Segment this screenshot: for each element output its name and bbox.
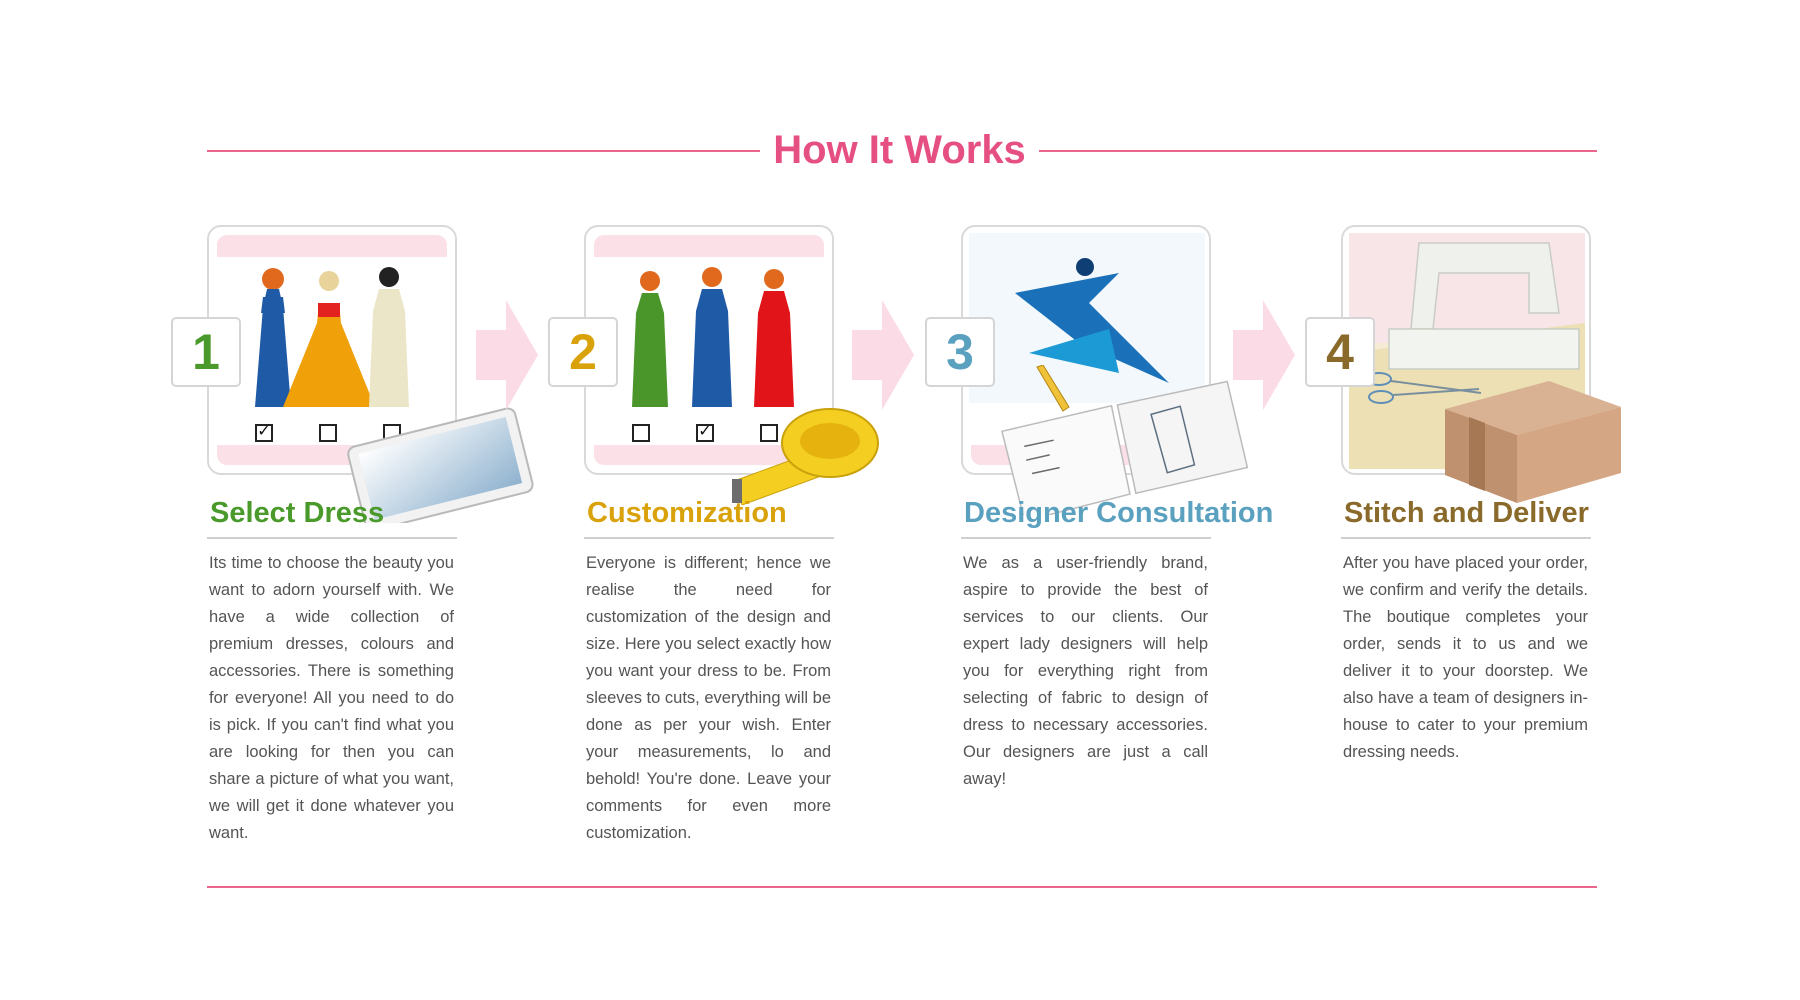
arrow-right-icon	[1233, 300, 1295, 410]
step-number-badge: 1	[171, 317, 241, 387]
page-title: How It Works	[773, 128, 1026, 172]
scissors-icon	[1366, 372, 1482, 404]
checkbox-red[interactable]	[760, 424, 778, 442]
checkbox-green[interactable]	[632, 424, 650, 442]
checkboxes-icon: ✓	[632, 422, 792, 444]
arrow-right-icon	[852, 300, 914, 410]
arrow-right-icon	[476, 300, 538, 410]
step-divider	[1341, 537, 1591, 539]
step-customization: ✓ 2 Customization Everyone is different;…	[548, 225, 879, 842]
step-description: Its time to choose the beauty you want t…	[209, 554, 454, 842]
step-title: Customization	[587, 497, 787, 529]
checkbox-blue[interactable]: ✓	[255, 424, 273, 442]
checkboxes-icon: ✓	[255, 422, 415, 444]
card-stripe-top	[594, 235, 824, 257]
header-line-left	[207, 150, 760, 152]
step-title: Stitch and Deliver	[1344, 497, 1589, 529]
fashion-sketch-icon	[969, 233, 1205, 403]
step-divider	[584, 537, 834, 539]
step-description: Everyone is different; hence we realise …	[586, 554, 831, 842]
step-description: After you have placed your order, we con…	[1343, 554, 1588, 761]
dresses-icon	[255, 267, 409, 407]
step-card: ✓	[207, 225, 457, 475]
checkbox-orange[interactable]	[319, 424, 337, 442]
step-divider	[961, 537, 1211, 539]
parcel-box-icon	[1445, 381, 1621, 503]
tablet-icon	[347, 407, 534, 523]
step-description: We as a user-friendly brand, aspire to p…	[963, 554, 1208, 788]
section-header: How It Works	[207, 125, 1597, 175]
step-divider	[207, 537, 457, 539]
step-designer-consultation: 3 Designer Consultation We as a user-fri…	[925, 225, 1274, 825]
pencil-icon	[1036, 365, 1070, 412]
step-number-badge: 2	[548, 317, 618, 387]
step-card: ✓	[584, 225, 834, 475]
dresses-icon	[632, 267, 794, 407]
header-line-right	[1039, 150, 1597, 152]
step-number-badge: 3	[925, 317, 995, 387]
step-title: Select Dress	[210, 497, 385, 529]
step-number-badge: 4	[1305, 317, 1375, 387]
checkbox-blue[interactable]: ✓	[696, 424, 714, 442]
step-stitch-and-deliver: 4 Stitch and Deliver After you have plac…	[1305, 225, 1621, 825]
measuring-tape-icon	[732, 408, 879, 505]
footer-line	[207, 886, 1597, 888]
sketchbook-icon	[1001, 380, 1249, 515]
step-select-dress: ✓ 1 Select Dress Its time to choose the …	[171, 225, 534, 842]
card-stripe-bottom	[594, 445, 824, 465]
step-title: Designer Consultation	[964, 497, 1274, 529]
card-stripe-top	[217, 235, 447, 257]
